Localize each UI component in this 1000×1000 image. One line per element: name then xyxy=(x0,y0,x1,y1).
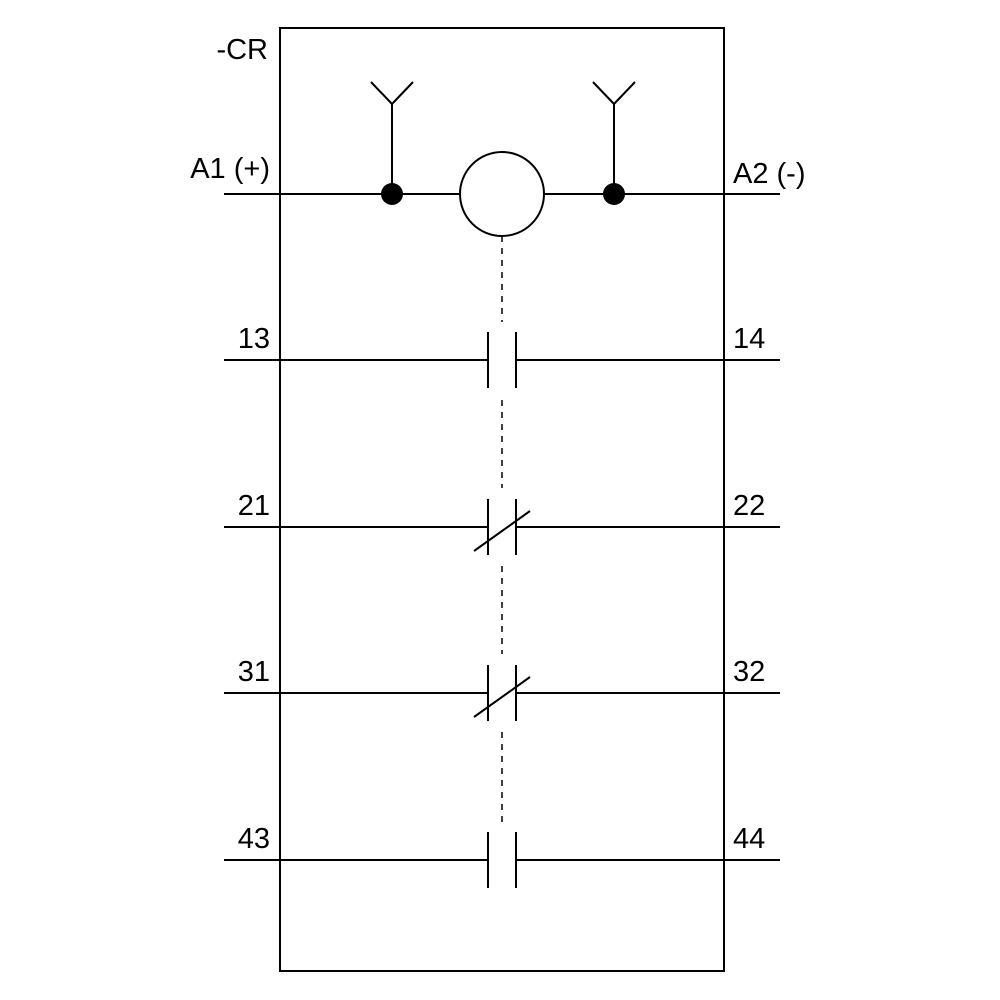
contact-terminal-left: 43 xyxy=(238,823,270,855)
contact-row-13-14: 13 14 xyxy=(224,323,780,388)
device-housing xyxy=(279,27,725,972)
test-point-left-icon xyxy=(370,81,414,194)
coil-terminal-a2: A2 (-) xyxy=(733,158,806,190)
coil-row: A1 (+) A2 (-) xyxy=(190,81,806,237)
device-tag: -CR xyxy=(216,34,268,66)
coil-symbol xyxy=(459,151,545,237)
contact-terminal-right: 44 xyxy=(733,823,765,855)
contact-row-21-22: 21 22 xyxy=(224,490,780,555)
contact-terminal-left: 31 xyxy=(238,656,270,688)
nc-slash-icon xyxy=(473,676,531,718)
contact-terminal-right: 22 xyxy=(733,490,765,522)
test-point-right-icon xyxy=(592,81,636,194)
contact-terminal-right: 14 xyxy=(733,323,765,355)
nc-slash-icon xyxy=(473,510,531,552)
contact-row-43-44: 43 44 xyxy=(224,823,780,888)
coil-terminal-a1: A1 (+) xyxy=(190,153,270,185)
contact-row-31-32: 31 32 xyxy=(224,656,780,721)
contacts-layer: 13 14 21 22 31 32 43 44 xyxy=(224,323,780,888)
contact-terminal-right: 32 xyxy=(733,656,765,688)
contact-terminal-left: 21 xyxy=(238,490,270,522)
contact-terminal-left: 13 xyxy=(238,323,270,355)
